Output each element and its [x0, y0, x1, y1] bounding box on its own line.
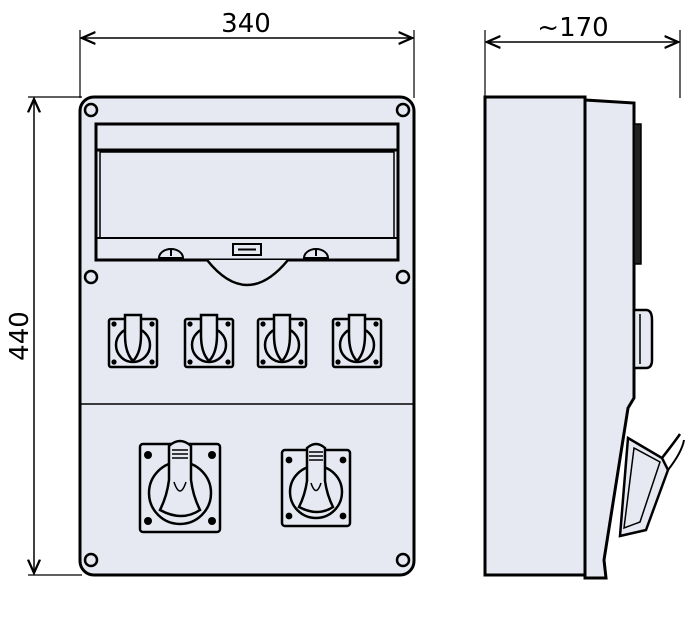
- front-view: [78, 95, 416, 577]
- small-socket-icon: [256, 313, 308, 369]
- height-dimension: 440: [5, 96, 82, 576]
- side-view: [483, 95, 685, 580]
- width-label: 340: [221, 9, 271, 39]
- small-socket-icon: [183, 313, 235, 369]
- mounting-hole-icon: [83, 102, 411, 568]
- large-socket-icon: [280, 442, 352, 528]
- side-large-socket-icon: [618, 433, 685, 538]
- depth-dimension: ~170: [484, 13, 681, 98]
- breaker-window: [94, 122, 400, 262]
- small-socket-icon: [331, 313, 383, 369]
- width-dimension: 340: [79, 9, 415, 98]
- small-socket-icon: [107, 313, 159, 369]
- side-small-socket-icon: [632, 308, 654, 370]
- depth-label: ~170: [537, 13, 608, 43]
- height-label: 440: [5, 311, 35, 361]
- large-socket-icon: [138, 439, 222, 534]
- lid-handle: [206, 259, 289, 287]
